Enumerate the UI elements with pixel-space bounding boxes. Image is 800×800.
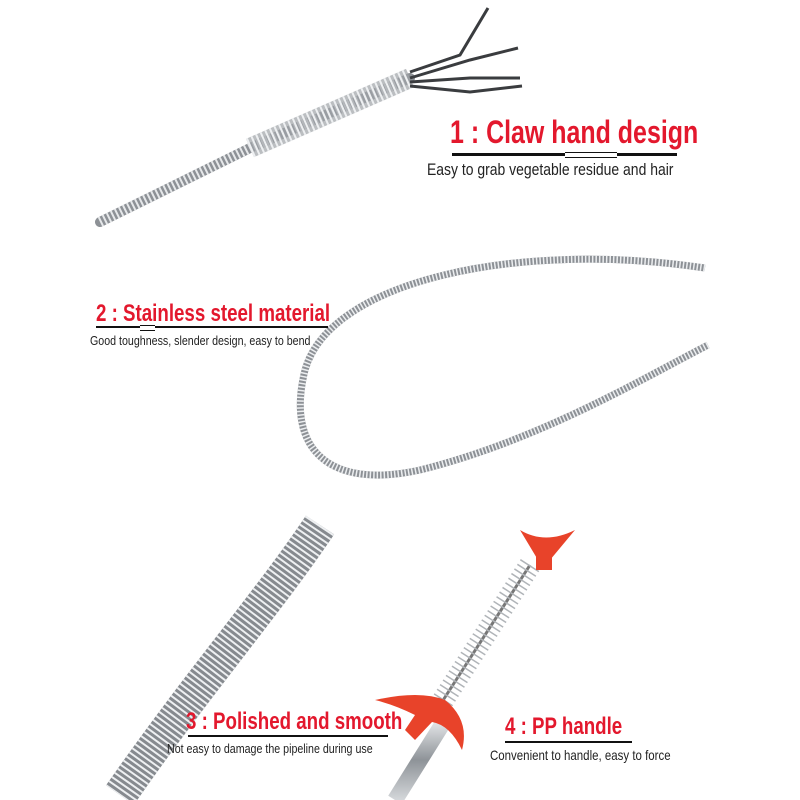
- feature-title: 1 : Claw hand design: [450, 114, 699, 150]
- pp-handle: [375, 530, 575, 800]
- flexible-cable-loop: [296, 255, 710, 479]
- feature-description: Easy to grab vegetable residue and hair: [427, 160, 674, 179]
- title-underline: [188, 735, 388, 737]
- feature-title: 4 : PP handle: [505, 713, 623, 740]
- title-underline: [505, 741, 632, 743]
- underline-accent: [140, 325, 155, 331]
- polished-spring: [106, 515, 335, 800]
- title-underline: [96, 326, 328, 328]
- feature-title: 3 : Polished and smooth: [186, 708, 403, 735]
- underline-accent: [565, 152, 617, 158]
- claw-spring: [95, 7, 523, 227]
- feature-description: Convenient to handle, easy to force: [490, 747, 671, 763]
- title-underline: [452, 153, 677, 156]
- claw-prongs: [409, 7, 523, 94]
- feature-title: 2 : Stainless steel material: [96, 300, 331, 327]
- feature-description: Not easy to damage the pipeline during u…: [167, 741, 373, 756]
- feature-description: Good toughness, slender design, easy to …: [90, 333, 311, 348]
